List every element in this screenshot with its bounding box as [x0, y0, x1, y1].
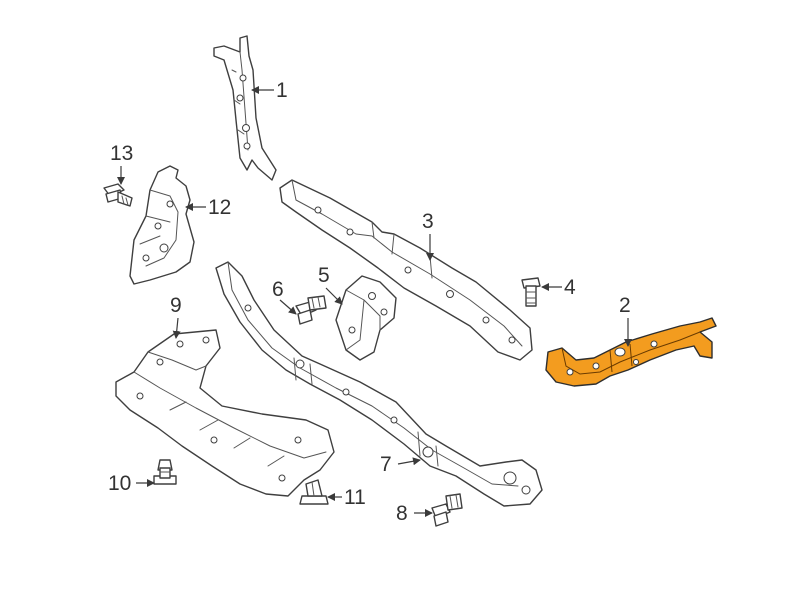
callout-label-3: 3 — [422, 210, 434, 233]
part-8-bolt[interactable] — [431, 493, 463, 527]
callout-9: 9 — [170, 294, 182, 339]
callout-1: 1 — [251, 79, 288, 102]
part-5-mount-bracket[interactable] — [335, 275, 397, 361]
callout-label-10: 10 — [108, 472, 131, 495]
callout-11: 11 — [327, 486, 366, 509]
callout-label-1: 1 — [276, 79, 288, 102]
part-12-bracket[interactable] — [129, 165, 195, 285]
callout-5: 5 — [318, 264, 343, 305]
callout-label-12: 12 — [208, 196, 231, 219]
callout-label-4: 4 — [564, 276, 576, 299]
callout-label-7: 7 — [380, 453, 392, 476]
callout-6: 6 — [272, 278, 297, 315]
callout-3: 3 — [422, 210, 434, 261]
part-4-bolt[interactable] — [521, 277, 541, 307]
callout-2: 2 — [619, 294, 632, 347]
callout-10: 10 — [108, 472, 155, 495]
callout-label-8: 8 — [396, 502, 408, 525]
callout-label-13: 13 — [110, 142, 133, 165]
callout-12: 12 — [185, 196, 231, 219]
callout-8: 8 — [396, 502, 433, 525]
part-6-bolt[interactable] — [295, 295, 327, 325]
callout-label-2: 2 — [619, 294, 631, 317]
part-2-highlighted-bracket[interactable] — [545, 317, 717, 387]
part-11-clip[interactable] — [299, 479, 329, 505]
callout-label-9: 9 — [170, 294, 182, 317]
part-9-under-cover[interactable] — [115, 329, 335, 497]
part-1-side-support[interactable] — [213, 35, 277, 181]
callout-label-5: 5 — [318, 264, 330, 287]
callout-7: 7 — [380, 453, 421, 476]
part-13-bolt[interactable] — [103, 183, 133, 207]
part-7-lower-support[interactable] — [215, 261, 543, 507]
part-10-bolt[interactable] — [153, 459, 177, 485]
callout-13: 13 — [110, 142, 133, 185]
callout-4: 4 — [541, 276, 576, 299]
callout-label-11: 11 — [344, 486, 366, 509]
callout-label-6: 6 — [272, 278, 284, 301]
